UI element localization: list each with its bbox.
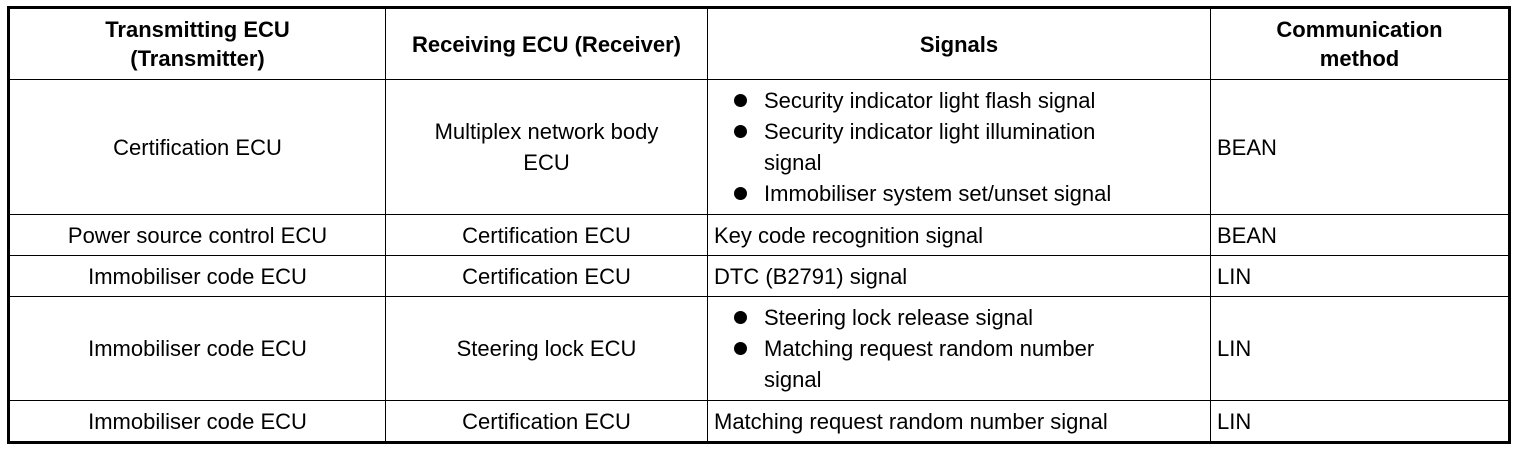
signal-item: Immobiliser system set/unset signal: [714, 178, 1204, 209]
signals-cell: DTC (B2791) signal: [707, 255, 1211, 297]
method-cell: LIN: [1210, 400, 1510, 443]
header-communication-method: Communication method: [1210, 7, 1510, 80]
table-row: Immobiliser code ECU Steering lock ECU S…: [8, 296, 1510, 401]
table-row: Immobiliser code ECU Certification ECU D…: [8, 255, 1510, 297]
table-row: Immobiliser code ECU Certification ECU M…: [8, 400, 1510, 443]
bullet-icon: [734, 187, 747, 200]
receiver-cell: Steering lock ECU: [385, 296, 708, 401]
transmitter-cell: Immobiliser code ECU: [8, 255, 386, 297]
table-header-row: Transmitting ECU (Transmitter) Receiving…: [8, 7, 1510, 80]
transmitter-cell: Power source control ECU: [8, 214, 386, 256]
signal-item: Security indicator light flash signal: [714, 85, 1204, 116]
receiver-cell: Multiplex network body ECU: [385, 79, 708, 215]
transmitter-cell: Immobiliser code ECU: [8, 296, 386, 401]
ecu-communication-table: Transmitting ECU (Transmitter) Receiving…: [7, 6, 1511, 444]
method-cell: BEAN: [1210, 214, 1510, 256]
transmitter-cell: Certification ECU: [8, 79, 386, 215]
signal-list: Security indicator light flash signal Se…: [714, 85, 1204, 209]
bullet-icon: [734, 94, 747, 107]
signal-item: Security indicator light illumination si…: [714, 116, 1204, 178]
header-transmitting-ecu: Transmitting ECU (Transmitter): [8, 7, 386, 80]
header-receiving-ecu: Receiving ECU (Receiver): [385, 7, 708, 80]
signals-cell: Matching request random number signal: [707, 400, 1211, 443]
signals-cell: Key code recognition signal: [707, 214, 1211, 256]
bullet-icon: [734, 311, 747, 324]
receiver-cell: Certification ECU: [385, 255, 708, 297]
signal-list: Steering lock release signal Matching re…: [714, 302, 1204, 395]
receiver-cell: Certification ECU: [385, 214, 708, 256]
signals-cell: Steering lock release signal Matching re…: [707, 296, 1211, 401]
transmitter-cell: Immobiliser code ECU: [8, 400, 386, 443]
signal-item: Steering lock release signal: [714, 302, 1204, 333]
method-cell: LIN: [1210, 296, 1510, 401]
signal-item: Matching request random number signal: [714, 333, 1204, 395]
table-row: Power source control ECU Certification E…: [8, 214, 1510, 256]
receiver-cell: Certification ECU: [385, 400, 708, 443]
method-cell: BEAN: [1210, 79, 1510, 215]
bullet-icon: [734, 125, 747, 138]
bullet-icon: [734, 342, 747, 355]
signals-cell: Security indicator light flash signal Se…: [707, 79, 1211, 215]
method-cell: LIN: [1210, 255, 1510, 297]
header-signals: Signals: [707, 7, 1211, 80]
table-row: Certification ECU Multiplex network body…: [8, 79, 1510, 215]
